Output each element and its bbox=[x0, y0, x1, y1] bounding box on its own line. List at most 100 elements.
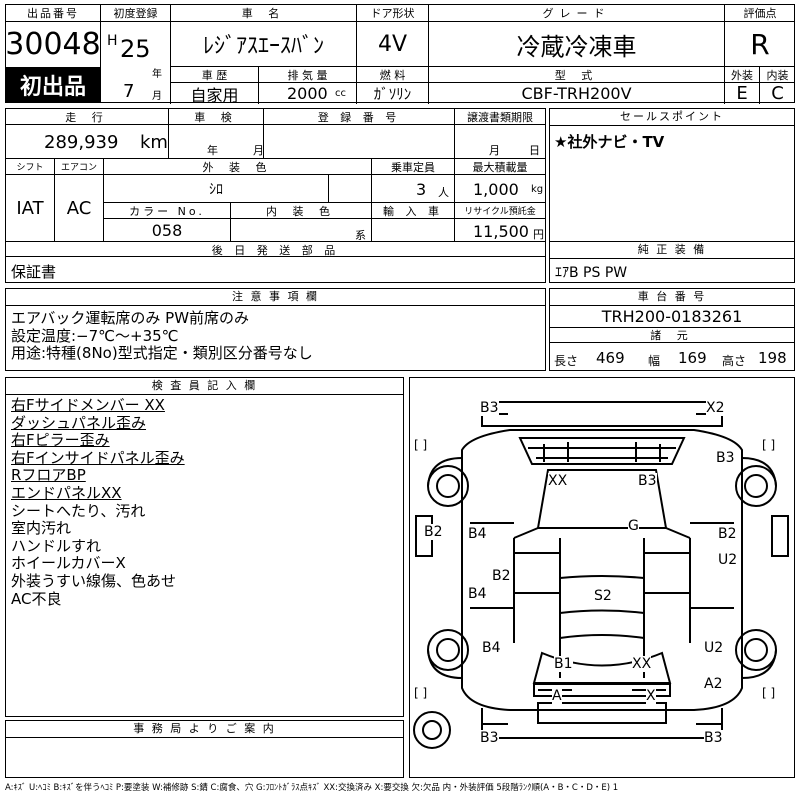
chassis-box: 車 台 番 号 TRH200-0183261 諸 元 長さ 469 幅 169 … bbox=[549, 288, 795, 371]
reg-era: H bbox=[107, 33, 118, 49]
import-cell bbox=[372, 219, 455, 242]
inspector-line: 室内汚れ bbox=[11, 519, 72, 538]
office-label: 事 務 局 よ り ご 案 内 bbox=[6, 721, 403, 738]
inspector-line: RフロアBP bbox=[11, 466, 86, 485]
damage-mark: XX bbox=[548, 473, 568, 489]
displacement-label: 排 気 量 bbox=[259, 67, 357, 83]
first-listing-badge: 初出品 bbox=[6, 67, 100, 103]
ac-label: エアコン bbox=[55, 159, 104, 175]
capacity-label: 乗車定員 bbox=[372, 159, 455, 175]
mileage-label: 走 行 bbox=[6, 109, 169, 125]
equipment-box: 純 正 装 備 ｴｱB PS PW bbox=[549, 241, 795, 283]
header-block: 出品番号 30048 初出品 初度登録 H 25 年 7 月 車 名 ﾚｼﾞｱｽ… bbox=[5, 4, 795, 105]
mileage-unit: km bbox=[140, 132, 168, 153]
recycle-unit: 円 bbox=[533, 228, 544, 241]
ext-label: 外装 bbox=[725, 67, 760, 83]
load-cell: 1,000 kg bbox=[455, 175, 545, 203]
inspector-line: 外装うすい線傷、色あせ bbox=[11, 571, 177, 590]
diagram-bracket: [ ] bbox=[414, 438, 428, 452]
shift-label: シフト bbox=[6, 159, 55, 175]
note-line: 用途:特種(8No)型式指定・類別区分番号なし bbox=[11, 344, 313, 362]
damage-mark: B3 bbox=[716, 450, 735, 466]
score-label: 評価点 bbox=[725, 5, 795, 22]
note-line: 設定温度:−7℃〜+35℃ bbox=[11, 326, 179, 345]
damage-mark: B4 bbox=[468, 586, 487, 602]
color-extra-cell bbox=[329, 175, 372, 203]
grade-label: グレード bbox=[429, 5, 725, 22]
damage-mark: A2 bbox=[704, 676, 723, 692]
transfer-month-unit: 月 bbox=[489, 144, 500, 157]
height-value: 198 bbox=[758, 349, 787, 367]
details-block: 走 行 289,939 km 車 検 年 月 登 録 番 号 譲渡書類期限 月 … bbox=[5, 108, 546, 258]
inspector-line: ダッシュパネル歪み bbox=[11, 413, 147, 432]
inspection-month-unit: 月 bbox=[253, 144, 264, 157]
height-label: 高さ bbox=[722, 354, 747, 368]
transfer-label: 譲渡書類期限 bbox=[455, 109, 545, 125]
ac-value: AC bbox=[55, 175, 104, 242]
damage-mark: U2 bbox=[718, 552, 738, 568]
damage-mark: X bbox=[646, 688, 656, 704]
equipment-label: 純 正 装 備 bbox=[550, 242, 794, 259]
reg-month-unit: 月 bbox=[152, 91, 162, 102]
inspector-label: 検 査 員 記 入 欄 bbox=[6, 378, 403, 395]
damage-mark: B3 bbox=[480, 400, 499, 416]
notes-label: 注 意 事 項 欄 bbox=[6, 289, 545, 306]
damage-mark: A bbox=[552, 688, 562, 704]
damage-mark: XX bbox=[632, 656, 652, 672]
door-label: ドア形状 bbox=[357, 5, 429, 22]
damage-mark: X2 bbox=[706, 400, 725, 416]
ext-grade: E bbox=[725, 83, 760, 104]
color-label: 外 装 色 bbox=[104, 159, 372, 175]
sales-point-text: ★社外ナビ・TV bbox=[554, 133, 665, 151]
recycle-cell: 11,500 円 bbox=[455, 219, 545, 242]
chassis-label: 車 台 番 号 bbox=[550, 289, 794, 306]
length-label: 長さ bbox=[554, 354, 579, 368]
capacity-cell: 3 人 bbox=[372, 175, 455, 203]
legend-text: A:ｷｽﾞ U:ﾍｺﾐ B:ｷｽﾞを伴うﾍｺﾐ P:要塗装 W:補修跡 S:錆 … bbox=[5, 783, 619, 793]
width-value: 169 bbox=[678, 349, 707, 367]
damage-mark: B4 bbox=[482, 640, 501, 656]
reg-year-unit: 年 bbox=[152, 69, 162, 80]
capacity-unit: 人 bbox=[438, 186, 449, 199]
reg-month: 7 bbox=[123, 81, 135, 102]
history-label: 車 歴 bbox=[171, 67, 259, 83]
int-grade: C bbox=[771, 83, 784, 104]
displacement-unit: cc bbox=[335, 88, 346, 99]
diagram-bracket: [ ] bbox=[762, 438, 776, 452]
load-value: 1,000 bbox=[473, 180, 519, 199]
equipment-text: ｴｱB PS PW bbox=[555, 265, 628, 281]
diagram-bracket: [ ] bbox=[762, 686, 776, 700]
load-label: 最大積載量 bbox=[455, 159, 545, 175]
door-value: 4V bbox=[357, 22, 429, 67]
inspection-year-unit: 年 bbox=[207, 144, 218, 157]
interior-color-cell: 系 bbox=[231, 219, 372, 242]
notes-box: 注 意 事 項 欄 エアバック運転席のみ PW前席のみ 設定温度:−7℃〜+35… bbox=[5, 288, 546, 371]
notes-lines: エアバック運転席のみ PW前席のみ 設定温度:−7℃〜+35℃ 用途:特種(8N… bbox=[11, 309, 313, 363]
damage-mark: B1 bbox=[554, 656, 573, 672]
office-box: 事 務 局 よ り ご 案 内 bbox=[5, 720, 404, 778]
history-value: 自家用 bbox=[171, 83, 259, 105]
import-label: 輸 入 車 bbox=[372, 203, 455, 219]
later-parts-text: 保証書 bbox=[11, 263, 57, 281]
specs-label: 諸 元 bbox=[550, 328, 794, 343]
damage-mark: B4 bbox=[468, 526, 487, 542]
mileage-value: 289,939 bbox=[44, 132, 119, 153]
recycle-label: リサイクル預託金 bbox=[455, 203, 545, 219]
damage-mark: B2 bbox=[718, 526, 737, 542]
inspector-line: ホイールカバーX bbox=[11, 554, 126, 573]
width-label: 幅 bbox=[648, 354, 661, 368]
length-value: 469 bbox=[596, 349, 625, 367]
inspector-line: エンドパネルXX bbox=[11, 483, 122, 502]
inspector-line: ハンドルすれ bbox=[11, 536, 102, 555]
inspection-cell: 年 月 bbox=[169, 125, 264, 159]
transfer-cell: 月 日 bbox=[455, 125, 545, 159]
interior-color-unit: 系 bbox=[355, 229, 366, 242]
color-no-value: 058 bbox=[104, 219, 231, 242]
fuel-label: 燃 料 bbox=[357, 67, 429, 83]
damage-mark: G bbox=[628, 518, 639, 534]
damage-mark: S2 bbox=[594, 588, 612, 604]
color-no-label: カラー No. bbox=[104, 203, 231, 219]
